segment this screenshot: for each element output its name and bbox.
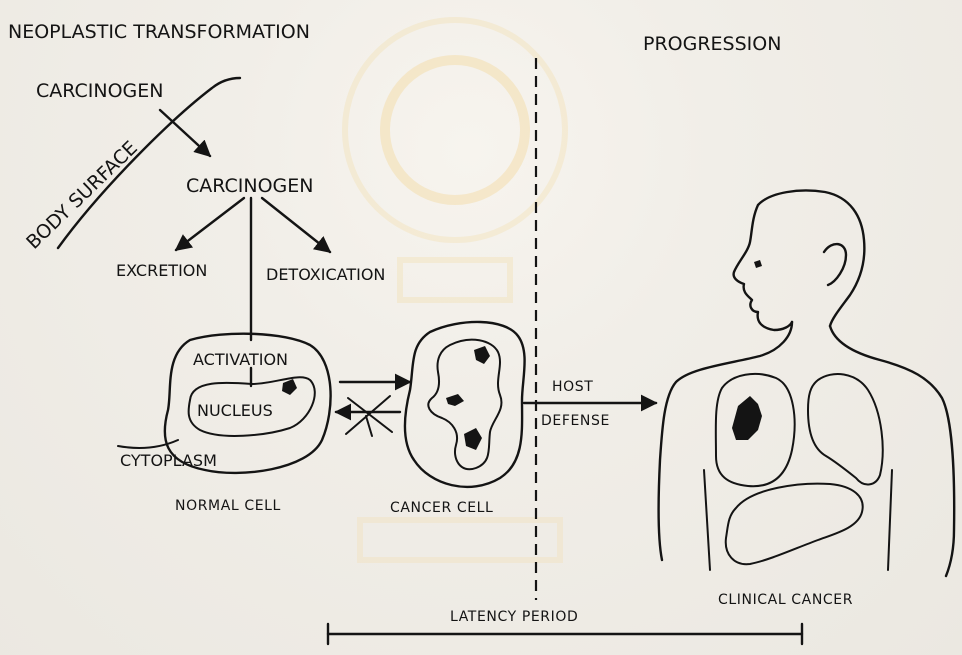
excretion-arrow <box>176 198 244 250</box>
carcinogen-inner-label: CARCINOGEN <box>186 175 314 197</box>
abdominal-organ <box>726 484 863 565</box>
cancer-cell-chromatin-2 <box>446 394 464 406</box>
carcinogen-outer-label: CARCINOGEN <box>36 80 164 102</box>
face-lesion <box>754 260 762 268</box>
cancer-cell-label: CANCER CELL <box>390 500 493 516</box>
cytoplasm-label: CYTOPLASM <box>120 451 217 470</box>
normal-cell-label: NORMAL CELL <box>175 498 281 514</box>
neck-shoulders-outline <box>659 322 954 576</box>
excretion-label: EXCRETION <box>116 261 207 280</box>
watermark-emblem <box>345 20 565 560</box>
torso-right-line <box>888 470 892 570</box>
host-label: HOST <box>552 379 593 395</box>
clinical-cancer-label: CLINICAL CANCER <box>718 592 853 608</box>
lung-tumor <box>732 396 762 440</box>
torso-left-line <box>704 470 710 570</box>
neoplastic-transformation-title: NEOPLASTIC TRANSFORMATION <box>8 21 310 43</box>
nucleus-label: NUCLEUS <box>197 401 273 420</box>
cancer-cell-nucleus <box>428 340 501 470</box>
normal-cell-activated-site <box>282 379 297 395</box>
progression-title: PROGRESSION <box>643 33 781 55</box>
activation-label: ACTIVATION <box>193 350 288 369</box>
detoxication-arrow <box>262 198 330 252</box>
cancer-cell-chromatin-1 <box>474 346 490 364</box>
right-lung <box>808 374 883 484</box>
reversion-blocked-mark <box>346 396 392 436</box>
cancer-cell-chromatin-3 <box>464 428 482 450</box>
human-figure <box>659 191 954 576</box>
detoxication-label: DETOXICATION <box>266 265 385 284</box>
defense-label: DEFENSE <box>541 413 610 429</box>
latency-period-label: LATENCY PERIOD <box>450 609 578 625</box>
penetration-arrow <box>160 110 210 156</box>
body-surface-label: BODY SURFACE <box>22 137 142 254</box>
cancer-cell-outline <box>405 322 525 487</box>
ear-outline <box>824 244 846 285</box>
